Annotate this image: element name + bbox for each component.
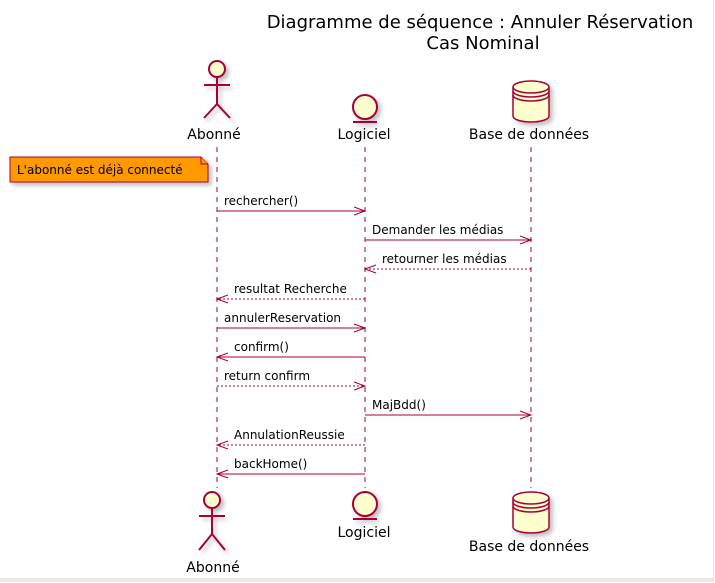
message-label: rechercher() <box>224 194 298 208</box>
arrowhead-icon <box>363 264 377 274</box>
note-text: L'abonné est déjà connecté <box>17 163 183 177</box>
arrowhead-icon <box>215 469 229 479</box>
message-label: MajBdd() <box>372 398 426 412</box>
arrowhead-icon <box>353 381 367 391</box>
participant-label-logiciel-top: Logiciel <box>338 127 391 143</box>
diagram-title: Diagramme de séquence : Annuler Réservat… <box>267 12 694 33</box>
message-label: resultat Recherche <box>234 282 347 296</box>
arrowhead-icon <box>519 235 533 245</box>
participant-label-abonne-top: Abonné <box>187 127 240 143</box>
database-icon <box>512 80 550 123</box>
database-icon <box>512 491 550 534</box>
message-label: AnnulationReussie <box>234 428 345 442</box>
actor-icon <box>198 491 226 551</box>
diagram-subtitle: Cas Nominal <box>426 33 539 54</box>
arrowhead-icon <box>519 410 533 420</box>
participant-label-base-de-donnees-bottom: Base de données <box>469 539 589 555</box>
arrowhead-icon <box>215 294 229 304</box>
arrowhead-icon <box>353 323 367 333</box>
entity-icon <box>352 94 378 123</box>
message-label: retourner les médias <box>382 252 507 266</box>
entity-icon <box>352 491 378 520</box>
participant-label-logiciel-bottom: Logiciel <box>338 525 391 541</box>
message-label: return confirm <box>224 369 310 383</box>
messages: rechercher() Demander les médias retourner… <box>215 194 533 479</box>
participant-label-base-de-donnees-top: Base de données <box>469 127 589 143</box>
message-label: annulerReservation <box>224 311 341 325</box>
participant-label-abonne-bottom: Abonné <box>186 560 239 576</box>
message-label: backHome() <box>234 457 307 471</box>
arrowhead-icon <box>215 440 229 450</box>
note: L'abonné est déjà connecté <box>9 156 209 183</box>
message-label: confirm() <box>234 340 289 354</box>
message-label: Demander les médias <box>372 223 503 237</box>
arrowhead-icon <box>215 352 229 362</box>
arrowhead-icon <box>353 206 367 216</box>
actor-icon <box>203 60 231 119</box>
